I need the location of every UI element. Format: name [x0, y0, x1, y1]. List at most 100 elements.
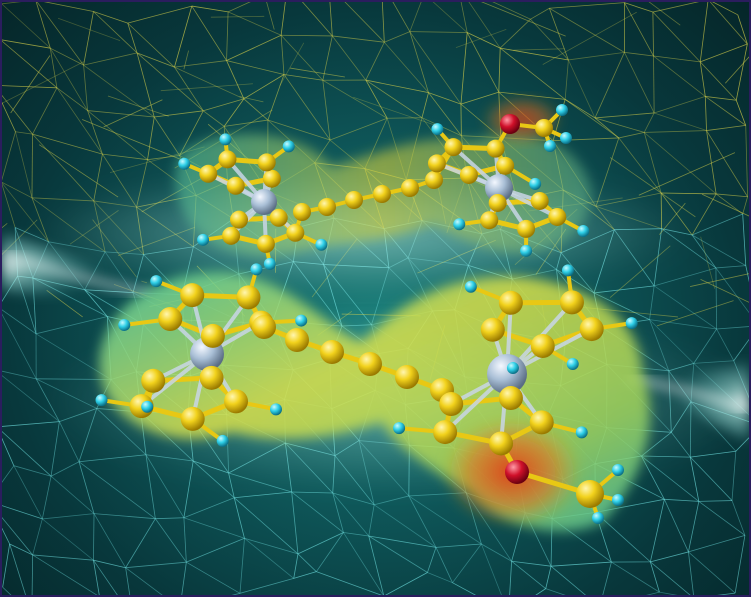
mesh-line [2, 39, 51, 49]
carbon-atom [486, 139, 505, 158]
hydrogen-atom [263, 257, 276, 270]
mesh-line [183, 497, 235, 519]
mesh-line [530, 18, 569, 61]
mesh-line [381, 2, 385, 43]
carbon-atom [373, 185, 391, 203]
mesh-line [35, 316, 108, 335]
mesh-line [83, 52, 138, 66]
carbon-atom [180, 283, 205, 308]
light-beam-left-core [2, 252, 153, 296]
mesh-line [9, 543, 26, 595]
mesh-line [239, 96, 264, 103]
mesh-line [136, 52, 155, 118]
mesh-line [291, 491, 299, 554]
mesh-line [174, 60, 227, 68]
mesh-line [466, 32, 500, 93]
mesh-line [715, 267, 718, 330]
mesh-line [155, 517, 184, 520]
mesh-line [481, 2, 566, 37]
mesh-line [291, 491, 333, 494]
mesh-line [93, 11, 138, 54]
mesh-line [468, 2, 501, 49]
carbon-atom [222, 226, 241, 245]
mesh-line [545, 566, 552, 589]
mesh-line [183, 50, 189, 70]
mesh-line [653, 55, 706, 97]
mesh-line [733, 338, 749, 361]
mesh-line [368, 535, 385, 595]
carbon-atom [200, 323, 225, 348]
mesh-line [530, 7, 550, 20]
mesh-line [83, 65, 88, 111]
mesh-line [467, 32, 501, 49]
mesh-line [343, 532, 369, 537]
hydrogen-atom [270, 403, 283, 416]
mesh-line [618, 132, 645, 139]
mesh-line [78, 461, 95, 514]
mesh-line [745, 125, 748, 197]
mesh-line [716, 328, 735, 361]
mesh-line [409, 31, 462, 105]
mesh-line [452, 543, 482, 583]
carbon-atom [269, 208, 288, 227]
mesh-line [316, 571, 383, 595]
mesh-line [15, 131, 33, 135]
mesh-line [93, 513, 156, 520]
mesh-line [460, 2, 468, 33]
mesh-line [602, 561, 612, 595]
mesh-line [653, 56, 655, 113]
mesh-line [387, 117, 422, 119]
hydrogen-atom [295, 314, 308, 327]
mesh-line [649, 319, 717, 330]
mesh-line [107, 95, 169, 117]
carbon-atom [498, 386, 523, 411]
mesh-line [50, 475, 95, 514]
hydrogen-atom [529, 177, 542, 190]
mesh-line [41, 476, 52, 520]
mesh-line [93, 154, 103, 202]
mesh-line [50, 421, 60, 477]
mesh-line [301, 2, 333, 37]
carbon-atom [444, 138, 463, 157]
mesh-line [481, 543, 512, 562]
mesh-line [332, 492, 370, 537]
hydrogen-atom [178, 157, 191, 170]
mesh-line [2, 370, 37, 380]
mesh-line [650, 551, 689, 563]
mesh-line [147, 116, 155, 160]
mesh-line [203, 98, 244, 112]
mesh-line [42, 513, 95, 520]
mesh-line [125, 567, 163, 595]
mesh-line [698, 500, 733, 502]
carbon-atom [427, 154, 446, 173]
mesh-line [50, 461, 80, 477]
carbon-atom [559, 290, 584, 315]
carbon-atom [252, 315, 276, 339]
carbon-atom [158, 306, 183, 331]
carbon-atom [488, 193, 507, 212]
mesh-line [624, 2, 654, 13]
carbon-atom [318, 198, 336, 216]
mesh-line [373, 504, 437, 548]
mesh-line [691, 234, 746, 266]
mesh-line [174, 66, 204, 112]
mesh-line [699, 61, 737, 101]
hydrogen-atom [561, 264, 574, 277]
mesh-line [93, 11, 128, 24]
carbon-atom [425, 171, 443, 189]
hydrogen-atom [250, 263, 263, 276]
carbon-atom [433, 420, 458, 445]
mesh-line [191, 5, 229, 13]
mesh-line [511, 560, 546, 589]
mesh-line [31, 554, 34, 595]
carbon-atom [141, 368, 166, 393]
mesh-line [460, 91, 499, 105]
hydrogen-atom [566, 357, 579, 370]
mesh-line [498, 48, 501, 93]
mesh-line [638, 152, 736, 196]
mesh-line [103, 99, 163, 128]
hydrogen-atom [464, 280, 477, 293]
mesh-line [654, 112, 707, 131]
mesh-line [549, 2, 625, 9]
mesh-line [31, 134, 33, 198]
